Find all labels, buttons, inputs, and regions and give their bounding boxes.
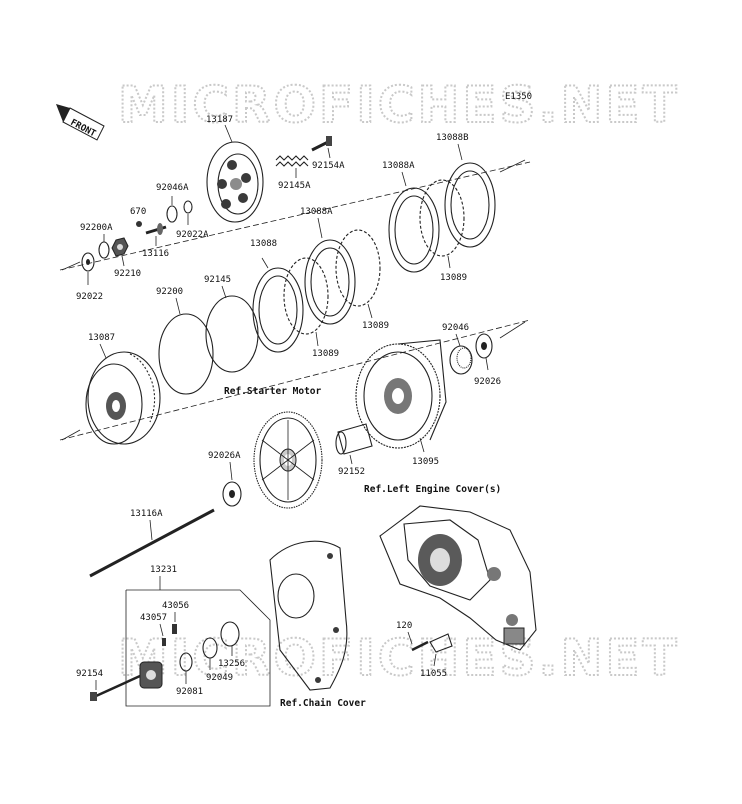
steel-plate-13089-b[interactable] [335,229,381,307]
label-11055: 11055 [420,669,447,679]
label-92026: 92026 [474,377,501,387]
washer-92026[interactable] [475,333,493,359]
label-92022: 92022 [76,292,103,302]
label-13256: 13256 [218,659,245,669]
label-92200: 92200 [156,287,183,297]
label-13089-1: 13089 [312,349,339,359]
sleeve-92152[interactable] [335,423,373,455]
cap-43057[interactable] [162,638,166,646]
starter-gear[interactable] [253,411,323,509]
label-92154A: 92154A [312,161,345,171]
label-13088A-1: 13088A [300,207,333,217]
bearing-92046A[interactable] [166,205,178,223]
label-13089-3: 13089 [440,273,467,283]
label-92046A: 92046A [156,183,189,193]
clutch-hub-13087[interactable] [85,351,161,445]
assembly-box-13231 [125,589,271,707]
label-92046: 92046 [442,323,469,333]
friction-plate-13088A-1[interactable] [304,239,356,325]
steel-plate-13089-a[interactable] [283,257,329,335]
axis-lines [59,159,531,441]
label-670: 670 [130,207,146,217]
label-92152: 92152 [338,467,365,477]
bleeder-43056[interactable] [172,624,177,634]
label-120: 120 [396,621,412,631]
label-92049: 92049 [206,673,233,683]
washer-92022A[interactable] [183,200,193,214]
label-13088B: 13088B [436,133,469,143]
watermark-top: MICROFICHES.NET [118,76,680,134]
ball-670[interactable] [136,221,142,227]
label-92026A: 92026A [208,451,241,461]
ref-starter-motor: Ref.Starter Motor [224,386,322,397]
washer-92022[interactable] [81,252,95,272]
friction-plate-13088A-2[interactable] [388,187,440,273]
washer-92200A[interactable] [98,241,110,259]
label-13116: 13116 [142,249,169,259]
washer-92026A[interactable] [222,481,242,507]
label-43056: 43056 [162,601,189,611]
label-43057: 43057 [140,613,167,623]
bolt-92154A[interactable] [311,136,332,152]
label-92022A: 92022A [176,230,209,240]
diagram-code: E1350 [505,92,532,102]
o-ring-92145[interactable] [205,295,259,373]
label-13231: 13231 [150,565,177,575]
label-13088: 13088 [250,239,277,249]
bolt-92154[interactable] [90,674,141,701]
pushrod-13116[interactable] [145,223,167,235]
friction-plate-13088B[interactable] [444,162,496,248]
ref-left-engine-cover: Ref.Left Engine Cover(s) [364,484,501,495]
label-13089-2: 13089 [362,321,389,331]
spring-92145A[interactable] [275,155,309,167]
bolt-120[interactable] [411,640,429,652]
needle-bearing-92046[interactable] [449,345,473,375]
label-92081: 92081 [176,687,203,697]
nut-92210[interactable] [111,237,129,257]
label-13087: 13087 [88,333,115,343]
chain-cover[interactable] [269,540,348,691]
release-cylinder[interactable] [139,661,163,689]
label-92145: 92145 [204,275,231,285]
label-92154: 92154 [76,669,103,679]
watermark-bottom: MICROFICHES.NET [118,629,680,687]
clutch-housing-13095[interactable] [355,339,447,449]
pushrod-13116A[interactable] [89,508,215,578]
label-13095: 13095 [412,457,439,467]
pressure-plate-13187[interactable] [206,141,264,223]
ref-chain-cover: Ref.Chain Cover [280,698,366,709]
label-13116A: 13116A [130,509,163,519]
o-ring-92200[interactable] [158,313,214,395]
front-arrow-icon: FRONT [56,104,105,141]
bracket-11055[interactable] [429,633,453,653]
spring-13256[interactable] [220,621,240,647]
label-13187: 13187 [206,115,233,125]
friction-plate-13088[interactable] [252,267,304,353]
label-92210: 92210 [114,269,141,279]
left-engine-cover[interactable] [379,505,537,651]
label-13088A-2: 13088A [382,161,415,171]
steel-plate-13089-c[interactable] [419,179,465,257]
label-92145A: 92145A [278,181,311,191]
label-92200A: 92200A [80,223,113,233]
